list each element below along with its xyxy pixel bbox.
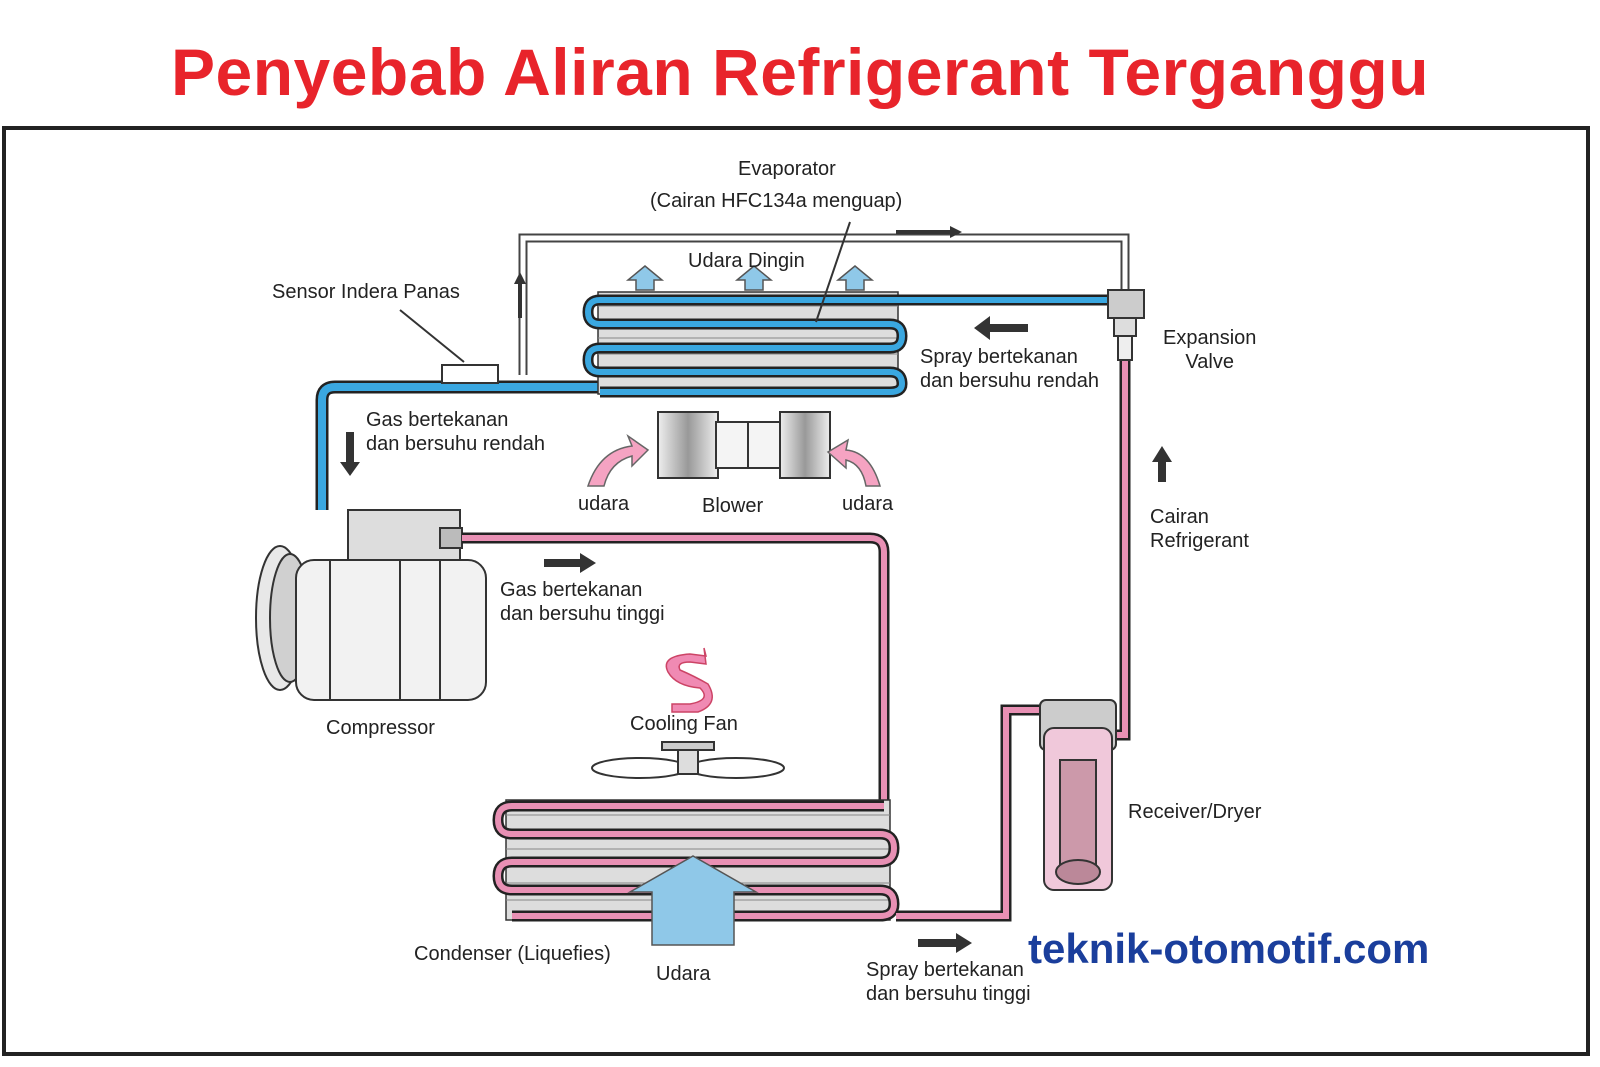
cooling-fan-label: Cooling Fan [630,713,738,735]
condenser-label: Condenser (Liquefies) [414,943,611,965]
watermark-link[interactable]: teknik-otomotif.com [1028,925,1430,972]
gas-high-line2: dan bersuhu tinggi [500,603,665,625]
receiver-label: Receiver/Dryer [1128,801,1262,823]
udara-bottom-label: Udara [656,963,711,985]
evaporator-label-line1: Evaporator [738,158,836,180]
expansion-valve-label: Expansion Valve [1163,326,1256,374]
expansion-valve-icon [1107,289,1145,361]
gas-high-line1: Gas bertekanan [500,579,643,601]
cooling-fan-icon [591,741,785,779]
evaporator-label-line2: (Cairan HFC134a menguap) [650,190,903,212]
flow-arrows [340,226,1172,953]
compressor-label: Compressor [326,717,435,739]
spray-high-line2: dan bersuhu tinggi [866,983,1031,1005]
sensor-label: Sensor Indera Panas [272,281,460,303]
blower-label: Blower [702,495,764,517]
gas-high-label: Gas bertekanan dan bersuhu tinggi [500,578,665,626]
blower-icon [657,411,831,479]
expansion-label-line1: Expansion [1163,327,1257,349]
condenser-outlet-line [896,704,1040,922]
compressor-icon [255,509,487,701]
spray-low-line2: dan bersuhu rendah [920,370,1100,392]
diagram-frame [2,126,1590,1056]
evaporator-sublabel: (Cairan HFC134a menguap) [650,189,902,213]
page-title: Penyebab Aliran Refrigerant Terganggu [170,35,1430,109]
gas-low-label: Gas bertekanan dan bersuhu rendah [366,408,545,456]
evaporator-label: Evaporator [738,157,836,181]
udara-right-label: udara [842,493,894,515]
evaporator-coil [582,291,1130,398]
cairan-line2: Refrigerant [1150,530,1249,552]
gas-low-line2: dan bersuhu rendah [366,433,546,455]
spray-high-line1: Spray bertekanan [866,959,1024,981]
heat-sensor-icon [441,364,499,384]
spray-low-label: Spray bertekanan dan bersuhu rendah [920,345,1099,393]
udara-dingin-label: Udara Dingin [688,250,805,272]
cold-air-arrows [625,265,875,291]
spray-low-line1: Spray bertekanan [920,346,1078,368]
receiver-dryer-icon [1039,699,1117,891]
spray-high-label: Spray bertekanan dan bersuhu tinggi [866,958,1031,1006]
cairan-line1: Cairan [1150,506,1209,528]
heat-wave-icon [665,647,713,713]
udara-left-label: udara [578,493,630,515]
expansion-label-line2: Valve [1185,351,1234,373]
intake-air-arrows [586,433,882,487]
condenser-air-arrow [627,855,759,946]
gas-low-line1: Gas bertekanan [366,409,509,431]
cairan-label: Cairan Refrigerant [1150,505,1249,553]
